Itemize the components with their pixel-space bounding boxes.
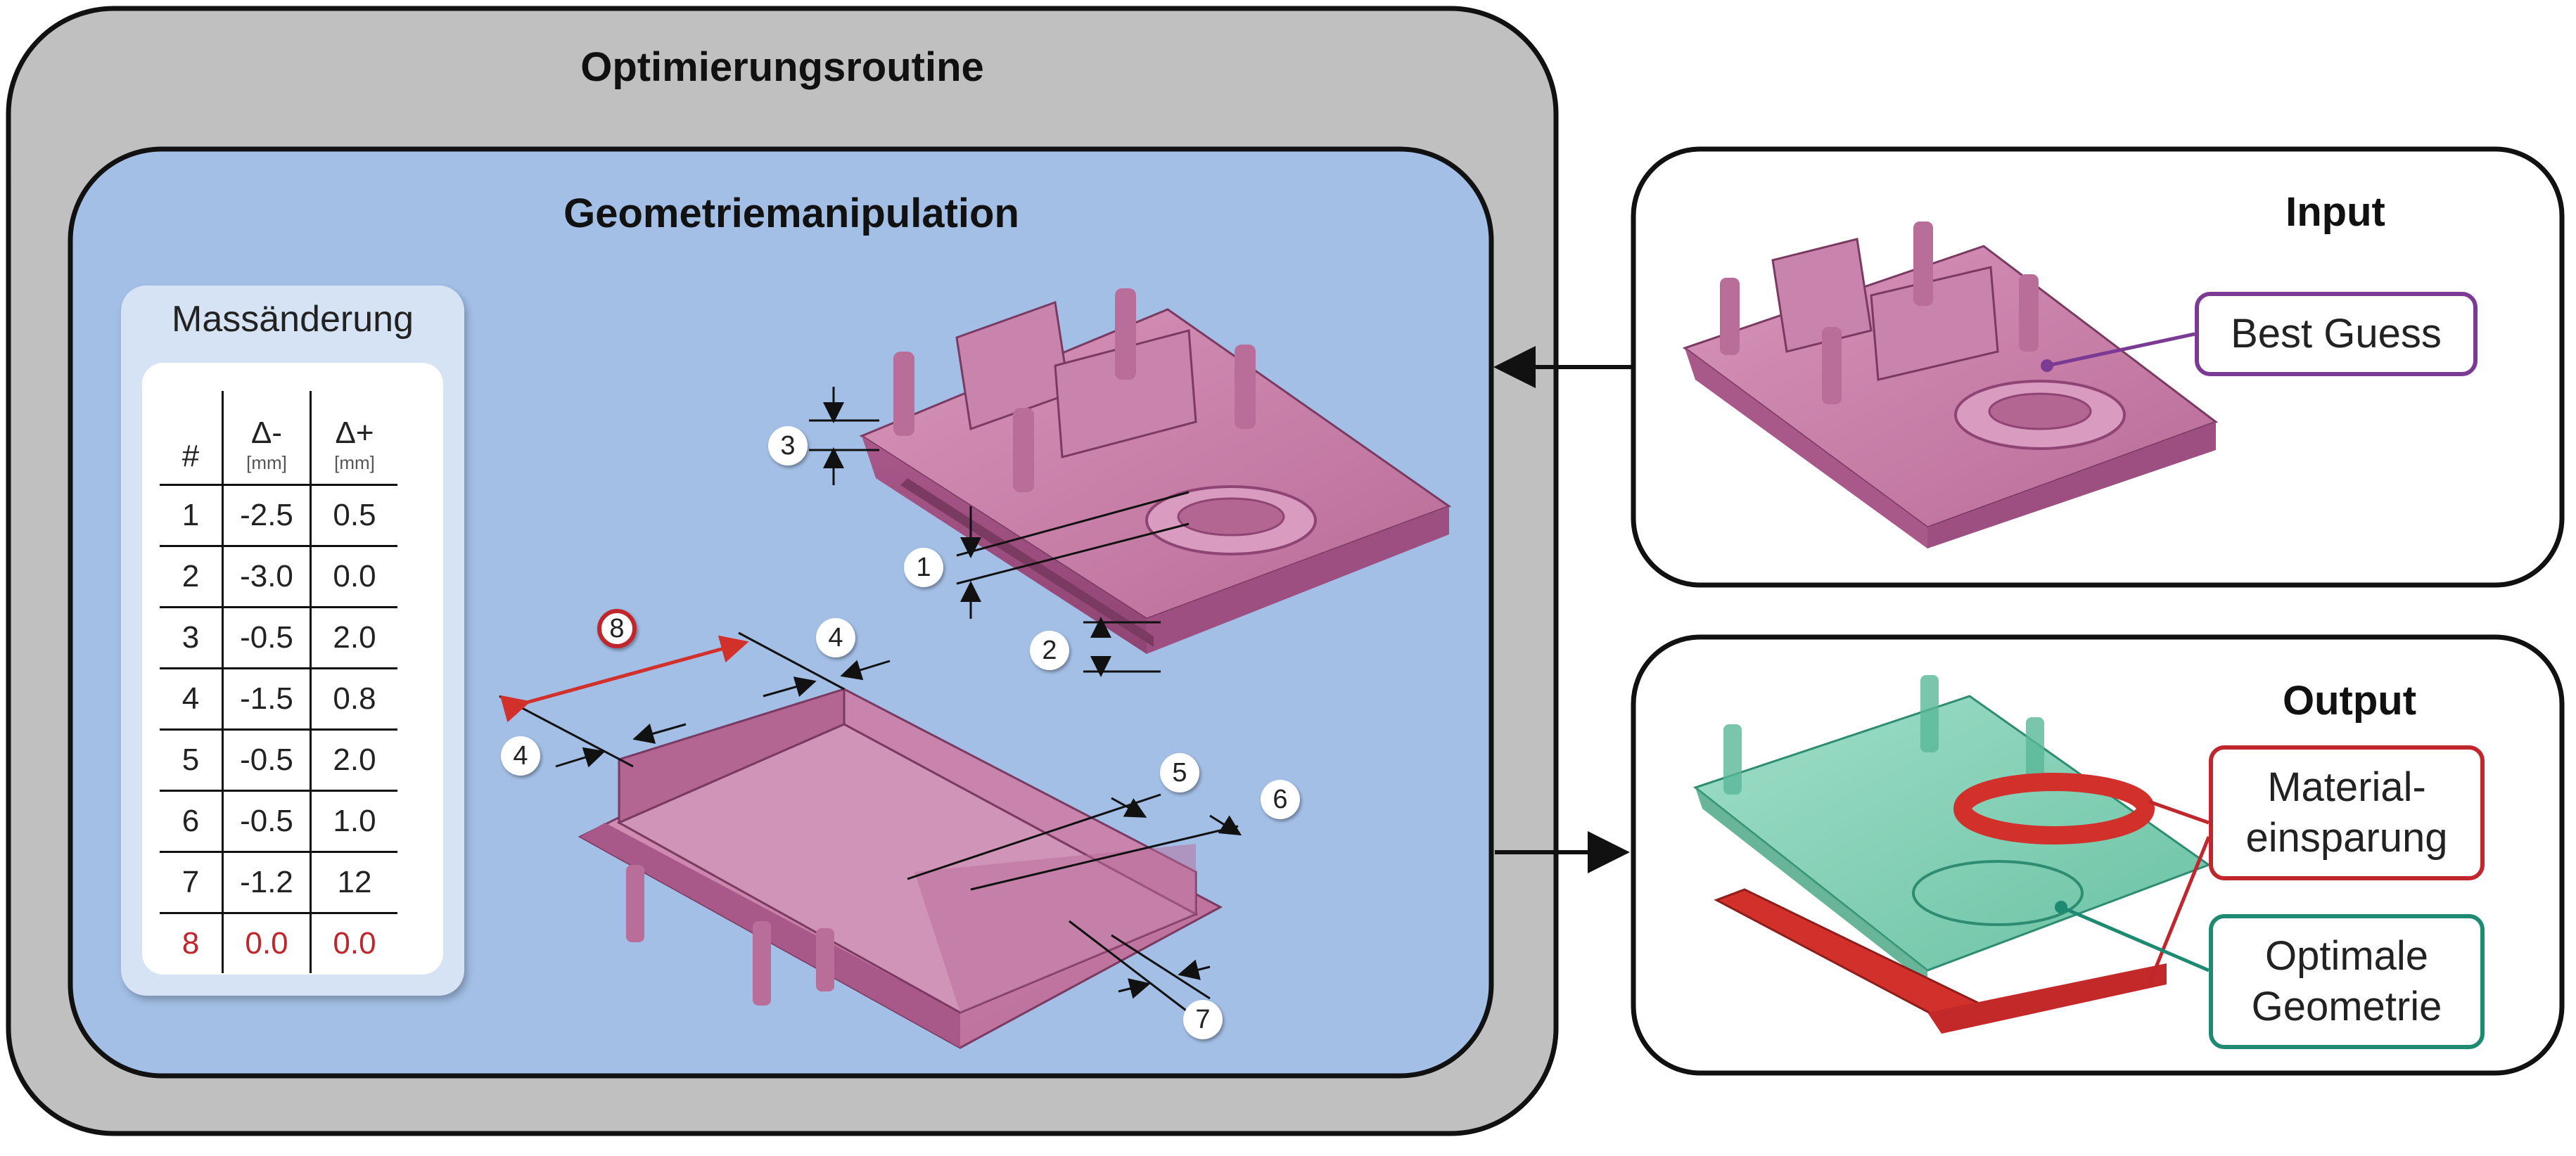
best-guess-label: Best Guess bbox=[2195, 292, 2478, 376]
table-cell: 5 bbox=[160, 729, 223, 792]
table-cell: 2.0 bbox=[310, 729, 397, 792]
optimal-geometry-label: Optimale Geometrie bbox=[2209, 914, 2485, 1049]
table-cell: -0.5 bbox=[222, 607, 312, 669]
table-header-plus: Δ+ [mm] bbox=[310, 391, 397, 486]
header-unit: [mm] bbox=[246, 452, 287, 473]
header-unit: [mm] bbox=[334, 452, 375, 473]
lower-part-illustration bbox=[578, 687, 1223, 1049]
table-cell: 2 bbox=[160, 546, 223, 608]
header-label: Δ+ bbox=[335, 416, 374, 450]
table-cell: -2.5 bbox=[222, 484, 312, 547]
upper-part-illustration bbox=[859, 288, 1452, 654]
table-cell: 6 bbox=[160, 790, 223, 853]
mass-change-title: Massänderung bbox=[172, 299, 414, 340]
table-cell: 3 bbox=[160, 607, 223, 669]
red-dimension-arrow bbox=[499, 635, 749, 723]
table-cell: 1.0 bbox=[310, 790, 397, 853]
table-cell: 0.0 bbox=[310, 546, 397, 608]
table-cell: 12 bbox=[310, 852, 397, 914]
table-header-row: # Δ- [mm] Δ+ [mm] bbox=[160, 391, 397, 486]
table-cell: -1.2 bbox=[222, 852, 312, 914]
output-part-illustration bbox=[1692, 675, 2212, 1034]
table-cell: 0.0 bbox=[222, 913, 312, 973]
header-label: # bbox=[181, 439, 200, 473]
table-cell: 0.5 bbox=[310, 484, 397, 547]
dimension-marker-m5: 5 bbox=[1160, 753, 1199, 792]
table-cell: 2.0 bbox=[310, 607, 397, 669]
dimension-marker-m2: 2 bbox=[1030, 631, 1069, 670]
table-cell: -3.0 bbox=[222, 546, 312, 608]
table-cell: -0.5 bbox=[222, 790, 312, 853]
table-row: 8 0.0 0.0 bbox=[160, 913, 397, 973]
dimension-marker-m7: 7 bbox=[1183, 1000, 1223, 1039]
table-cell: -1.5 bbox=[222, 668, 312, 731]
inner-title: Geometriemanipulation bbox=[563, 191, 1019, 236]
dimension-lines bbox=[499, 387, 1242, 1014]
output-title: Output bbox=[2282, 678, 2417, 724]
table-cell: 0.8 bbox=[310, 668, 397, 731]
dimension-marker-m6: 6 bbox=[1261, 780, 1300, 819]
table-cell: 4 bbox=[160, 668, 223, 731]
table-cell: 7 bbox=[160, 852, 223, 914]
dimension-marker-m8: 8 bbox=[597, 609, 637, 648]
table-header-minus: Δ- [mm] bbox=[222, 391, 312, 486]
material-savings-label: Material- einsparung bbox=[2209, 745, 2485, 880]
mass-change-card: Massänderung # Δ- [mm] Δ+ [mm] bbox=[121, 285, 464, 996]
dimension-marker-m4b: 4 bbox=[501, 736, 540, 776]
dimension-marker-m3: 3 bbox=[768, 426, 808, 465]
table-cell: -0.5 bbox=[222, 729, 312, 792]
dimension-marker-m4a: 4 bbox=[816, 618, 855, 657]
table-cell: 0.0 bbox=[333, 926, 376, 961]
dimension-marker-m1: 1 bbox=[904, 548, 943, 587]
input-part-illustration bbox=[1682, 221, 2219, 548]
header-label: Δ- bbox=[250, 416, 283, 450]
outer-title: Optimierungsroutine bbox=[580, 44, 984, 90]
table-cell: 8 bbox=[181, 926, 200, 961]
table-header-index: # bbox=[160, 391, 223, 486]
table-cell: 1 bbox=[160, 484, 223, 547]
input-title: Input bbox=[2285, 189, 2385, 235]
savings-ring bbox=[1953, 773, 2155, 844]
